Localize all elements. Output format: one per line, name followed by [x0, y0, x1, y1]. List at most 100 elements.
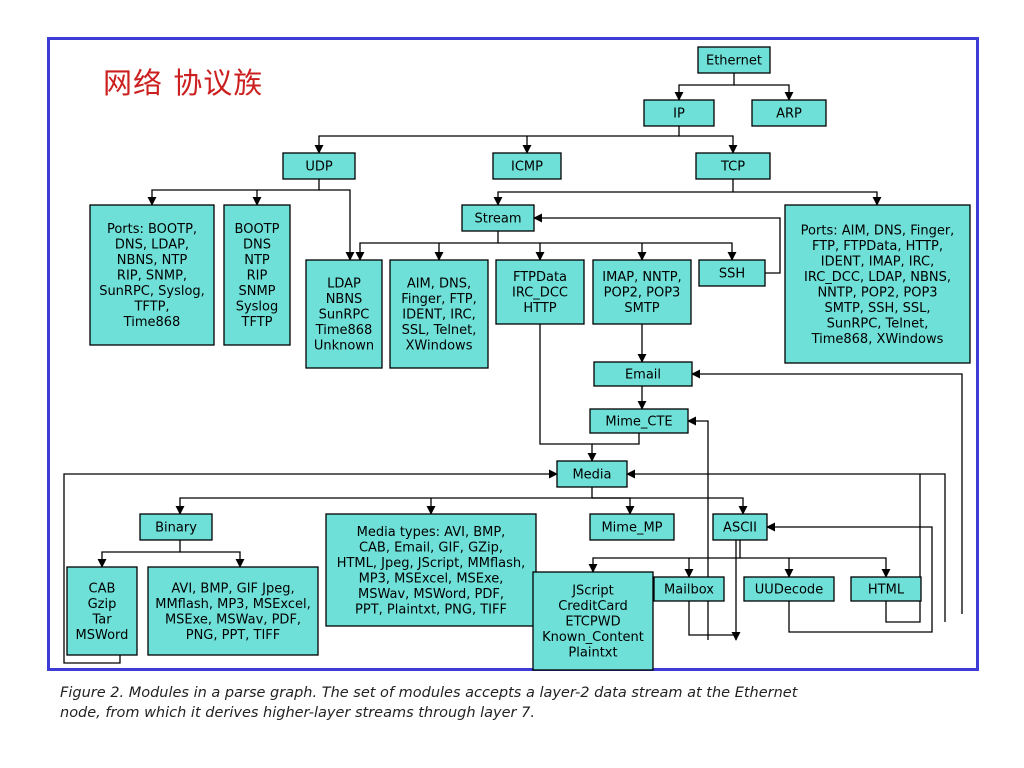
node-label-line: SNMP [238, 284, 275, 299]
node-box [695, 152, 771, 180]
node-label-line: Unknown [314, 339, 374, 354]
node-mime-cte: Mime_CTE [589, 408, 689, 434]
node-box [850, 576, 922, 602]
edge-32 [766, 522, 933, 633]
node-icmp: ICMP [492, 152, 562, 180]
diagram-title: 网络 协议族 [103, 66, 264, 100]
node-label-line: Plaintxt [568, 646, 617, 661]
edge-37 [687, 416, 709, 640]
edge-15 [533, 213, 781, 274]
node-box [592, 259, 692, 325]
node-arp: ARP [751, 99, 827, 127]
node-label-line: ICMP [511, 160, 543, 175]
node-box [698, 259, 766, 287]
node-ascii: ASCII [712, 513, 768, 541]
node-box [751, 99, 827, 127]
node-uudecode: UUDecode [743, 576, 835, 602]
node-label-line: NBNS, NTP [117, 253, 188, 268]
node-label-line: TFTP [241, 315, 273, 330]
node-label-line: UDP [305, 160, 333, 175]
node-label-line: Email [625, 368, 661, 383]
node-box [653, 576, 725, 602]
node-label-line: SunRPC, Telnet, [827, 316, 929, 331]
edge-23 [592, 497, 748, 515]
node-label-line: Media types: AVI, BMP, [357, 525, 506, 540]
node-box [492, 152, 562, 180]
edge-10 [355, 231, 499, 261]
node-label-line: CreditCard [558, 599, 628, 614]
node-label-line: Ports: BOOTP, [107, 222, 197, 237]
node-jscript: JScriptCreditCardETCPWDKnown_ContentPlai… [532, 571, 654, 671]
node-label-line: LDAP [327, 277, 361, 292]
node-box [282, 152, 356, 180]
node-tcp-ports: Ports: AIM, DNS, Finger,FTP, FTPData, HT… [784, 204, 971, 364]
node-label-line: IDENT, IRC, [402, 308, 475, 323]
node-label-line: JScript [571, 584, 614, 599]
node-box [325, 513, 537, 627]
node-label-line: Binary [155, 521, 197, 536]
edge-5 [147, 179, 320, 206]
node-label-line: SunRPC, Syslog, [99, 284, 205, 299]
edge-14 [498, 242, 737, 261]
node-udp: UDP [282, 152, 356, 180]
node-label-line: AIM, DNS, [407, 277, 471, 292]
node-mailbox: Mailbox [653, 576, 725, 602]
node-label-line: ETCPWD [565, 615, 620, 630]
node-box [223, 204, 291, 346]
edge-34 [63, 469, 558, 664]
node-label-line: AVI, BMP, GIF Jpeg, [171, 581, 294, 596]
edge-7 [319, 189, 355, 261]
edge-1 [734, 84, 794, 101]
caption-line-2: node, from which it derives higher-layer… [60, 705, 535, 721]
edge-36 [691, 369, 963, 614]
node-box [743, 576, 835, 602]
node-label-line: CAB [89, 581, 116, 596]
edge-33 [885, 474, 921, 623]
node-label-line: MSExe, MSWav, PDF, [165, 612, 301, 627]
node-label-line: XWindows [406, 339, 473, 354]
edge-25 [180, 551, 245, 568]
edge-29 [740, 557, 891, 578]
node-label-line: Time868, XWindows [811, 332, 944, 347]
node-box [66, 566, 138, 656]
node-label-line: ARP [776, 107, 802, 122]
node-label-line: Media [572, 468, 611, 483]
node-box [784, 204, 971, 364]
node-label-line: MSWav, MSWord, PDF, [358, 587, 504, 602]
node-avi: AVI, BMP, GIF Jpeg,MMflash, MP3, MSExcel… [147, 566, 319, 656]
node-label-line: SSL, Telnet, [402, 323, 477, 338]
node-label-line: NBNS [326, 292, 363, 307]
node-label-line: PPT, Plaintxt, PNG, TIFF [355, 602, 507, 617]
node-stream: Stream [461, 204, 535, 232]
node-ip: IP [643, 99, 715, 127]
node-box [89, 204, 215, 346]
edge-19 [592, 433, 640, 445]
node-box [589, 513, 675, 541]
node-label-line: Gzip [88, 597, 117, 612]
edge-2 [314, 126, 680, 154]
node-label-line: RIP [247, 269, 268, 284]
node-label-line: DNS, LDAP, [115, 238, 189, 253]
node-label-line: IP [673, 107, 685, 122]
node-tcp: TCP [695, 152, 771, 180]
edge-35 [626, 469, 946, 622]
node-box [593, 361, 693, 387]
node-box [697, 46, 771, 74]
edge-24 [97, 540, 181, 568]
node-label-line: TCP [720, 160, 745, 175]
node-label-line: Mime_MP [601, 521, 662, 536]
node-label-line: PNG, PPT, TIFF [186, 628, 281, 643]
node-binary: Binary [139, 513, 213, 541]
node-box [305, 259, 383, 369]
node-label-line: Stream [474, 212, 521, 227]
edges [63, 73, 963, 664]
node-box [532, 571, 654, 671]
node-label-line: TFTP, [133, 300, 169, 315]
edge-30 [688, 601, 736, 636]
node-label-line: DNS [243, 238, 271, 253]
